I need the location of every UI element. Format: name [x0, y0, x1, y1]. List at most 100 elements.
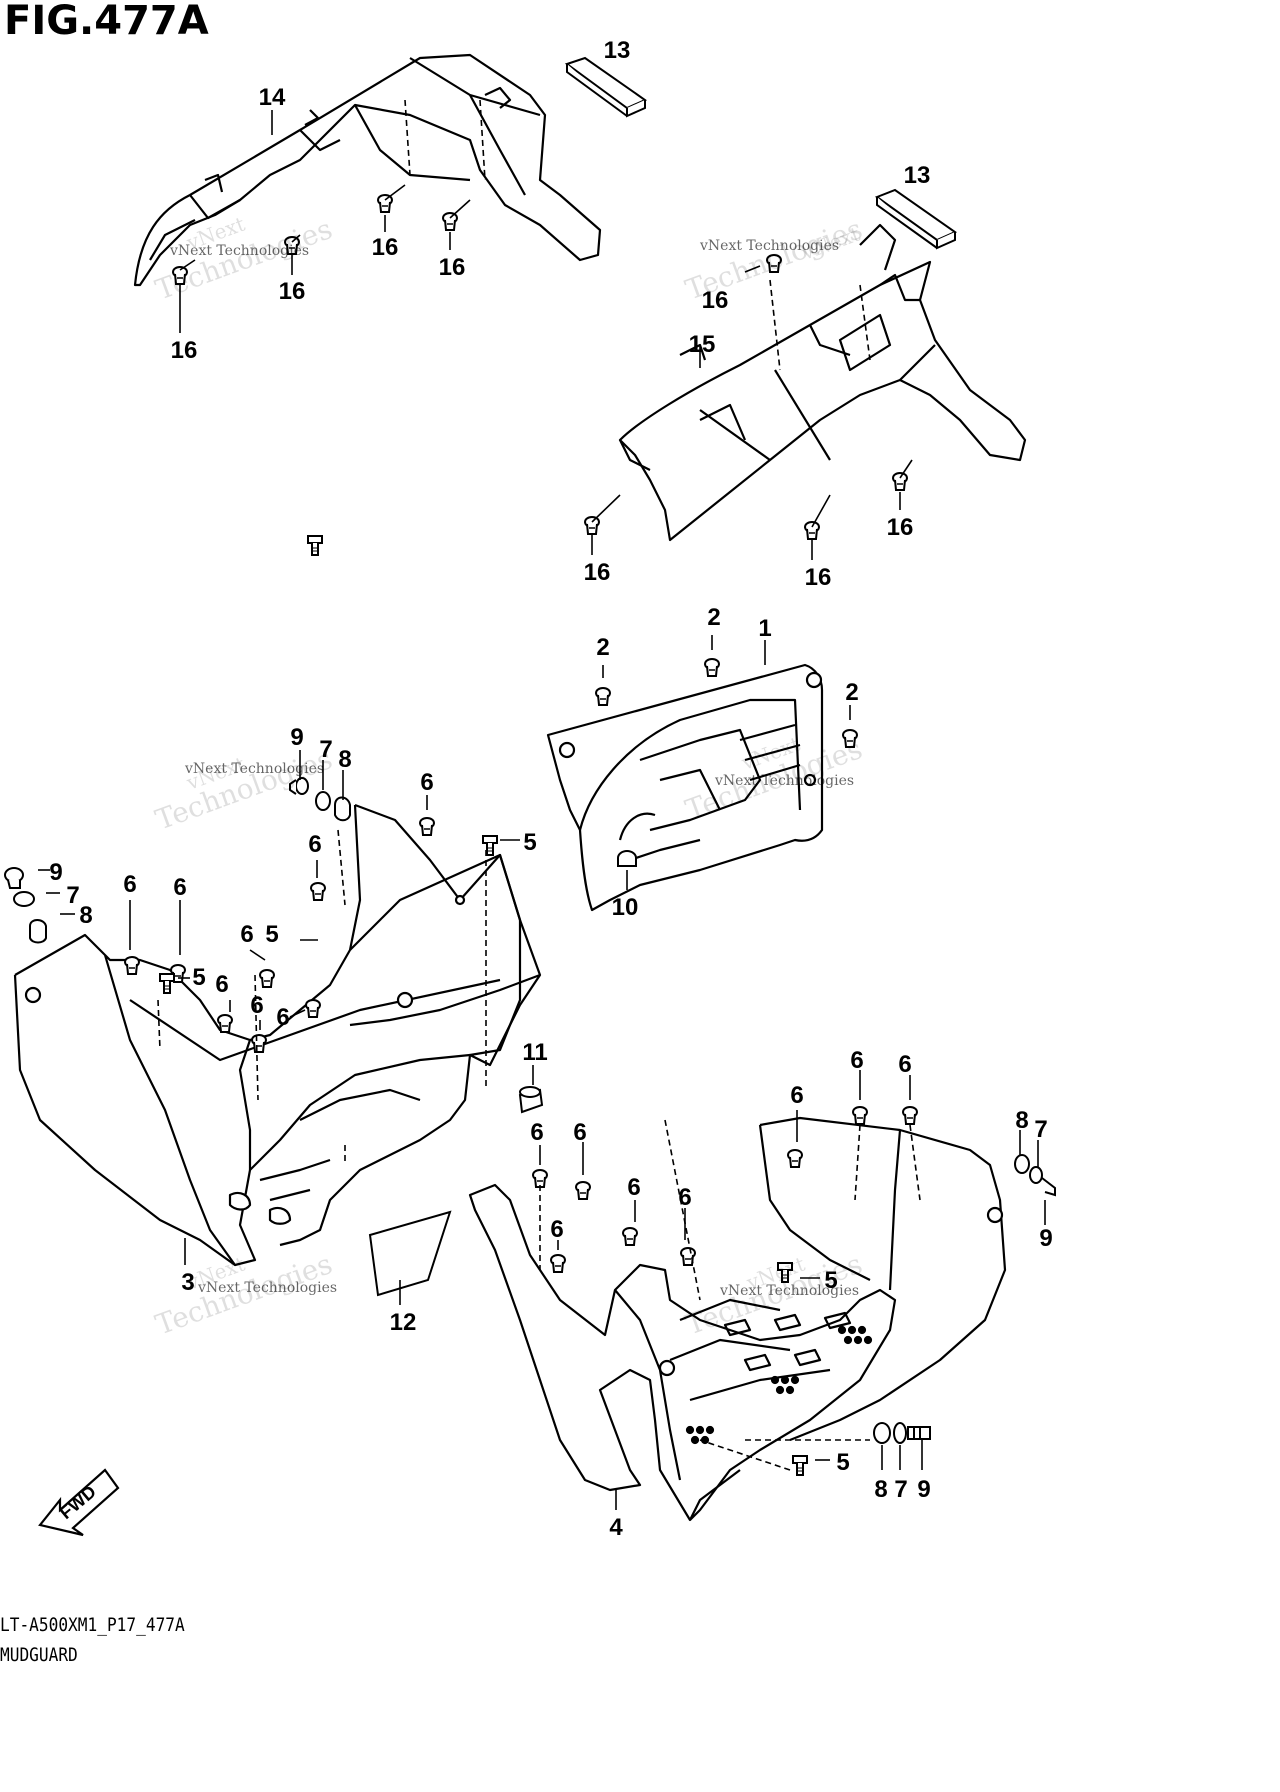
clip-6n-icon	[622, 1227, 638, 1246]
callout-16: 16	[372, 234, 399, 261]
bolt-5b-icon	[307, 535, 323, 556]
callout-4: 4	[609, 1514, 623, 1541]
leader-lines	[38, 99, 1046, 1510]
clip-6e-icon	[259, 969, 275, 988]
forward-arrow-icon: FWD	[38, 1468, 120, 1537]
watermark3-line3: Technologies	[151, 742, 336, 836]
callout-6: 6	[173, 874, 186, 901]
callout-6: 6	[898, 1051, 911, 1078]
callout-13: 13	[904, 162, 931, 189]
clip-6m-icon	[575, 1181, 591, 1200]
pad-12	[368, 1210, 452, 1297]
clip-6h-icon	[305, 999, 321, 1018]
clip-6j-icon	[902, 1106, 918, 1125]
watermark3-line2: vNext Technologies	[184, 761, 324, 777]
callout-6: 6	[573, 1119, 586, 1146]
clip-6k-icon	[787, 1149, 803, 1168]
watermark2-line2: vNext Technologies	[699, 238, 839, 254]
clip-6f-icon	[217, 1014, 233, 1033]
washer-stack-right-bottom-icon	[873, 1422, 931, 1444]
callout-9: 9	[1039, 1225, 1052, 1252]
callout-3: 3	[181, 1269, 194, 1296]
right-mudguard-4	[468, 1116, 1007, 1522]
callout-16: 16	[887, 514, 914, 541]
callout-6: 6	[550, 1216, 563, 1243]
section-name: MUDGUARD	[0, 1644, 78, 1666]
clip-6a-icon	[419, 817, 435, 836]
callout-16: 16	[279, 278, 306, 305]
front-fender-14	[133, 53, 602, 287]
clip-6i-icon	[852, 1106, 868, 1125]
callout-6: 6	[678, 1184, 691, 1211]
callout-7: 7	[1034, 1116, 1047, 1143]
callout-8: 8	[338, 746, 351, 773]
grommet-10	[617, 850, 637, 867]
callout-9: 9	[49, 859, 62, 886]
callout-11: 11	[522, 1039, 547, 1066]
figure-title: FIG.477A	[4, 0, 209, 44]
callout-6: 6	[308, 831, 321, 858]
watermark5-line2: vNext Technologies	[197, 1280, 337, 1296]
callout-16: 16	[439, 254, 466, 281]
callout-15: 15	[689, 331, 716, 358]
callout-1: 1	[758, 615, 771, 642]
callout-5: 5	[523, 829, 536, 856]
watermark6-line2: vNext Technologies	[719, 1283, 859, 1299]
clip-2b-icon	[704, 658, 720, 677]
grommet-11	[518, 1086, 544, 1114]
callout-16: 16	[171, 337, 198, 364]
watermark-line2: vNext Technologies	[169, 243, 309, 259]
callout-6: 6	[627, 1174, 640, 1201]
washer-stack-top-icon	[289, 777, 351, 822]
callout-5: 5	[265, 921, 278, 948]
callout-labels: 13 14 16 16 16 16 13 16 15 16 16 16 2 2 …	[49, 37, 1052, 1541]
rear-fender-15	[618, 223, 1027, 542]
callout-7: 7	[66, 882, 79, 909]
rubber-strip-13a	[564, 56, 648, 118]
callout-16: 16	[584, 559, 611, 586]
callout-6: 6	[123, 871, 136, 898]
callout-6: 6	[240, 921, 253, 948]
callout-14: 14	[259, 84, 286, 111]
clip-6p-icon	[550, 1254, 566, 1273]
clip-6g-icon	[251, 1034, 267, 1053]
clip-2a-icon	[595, 687, 611, 706]
left-mudguard-3	[13, 803, 542, 1267]
callout-5: 5	[836, 1449, 849, 1476]
rubber-strip-13b	[874, 188, 958, 250]
figure-code: LT-A500XM1_P17_477A	[0, 1614, 185, 1636]
callout-9: 9	[290, 724, 303, 751]
callout-10: 10	[612, 894, 639, 921]
callout-7: 7	[319, 736, 332, 763]
bolt-5e-icon	[792, 1455, 808, 1476]
callout-6: 6	[276, 1004, 289, 1031]
washer-stack-right-top-icon	[1014, 1154, 1056, 1197]
callout-6: 6	[850, 1047, 863, 1074]
clip-6l-icon	[532, 1169, 548, 1188]
clip-16h-icon	[892, 472, 908, 491]
callout-2: 2	[845, 679, 858, 706]
callout-6: 6	[530, 1119, 543, 1146]
inner-panel-1	[546, 663, 824, 912]
callout-16: 16	[702, 287, 729, 314]
clip-16f-icon	[584, 516, 600, 535]
callout-8: 8	[1015, 1107, 1028, 1134]
callout-12: 12	[390, 1309, 417, 1336]
callout-2: 2	[596, 634, 609, 661]
callout-6: 6	[215, 971, 228, 998]
callout-6: 6	[790, 1082, 803, 1109]
clip-6c-icon	[124, 956, 140, 975]
callout-5: 5	[192, 964, 205, 991]
clip-16b-icon	[442, 212, 458, 231]
callout-9: 9	[917, 1476, 930, 1503]
clip-16a-icon	[377, 194, 393, 213]
clip-16g-icon	[804, 521, 820, 540]
callout-8: 8	[79, 902, 92, 929]
watermark4-line2: vNext Technologies	[714, 773, 854, 789]
fasteners	[4, 194, 1056, 1476]
callout-16: 16	[805, 564, 832, 591]
clip-6b-icon	[310, 882, 326, 901]
callout-5: 5	[824, 1267, 837, 1294]
